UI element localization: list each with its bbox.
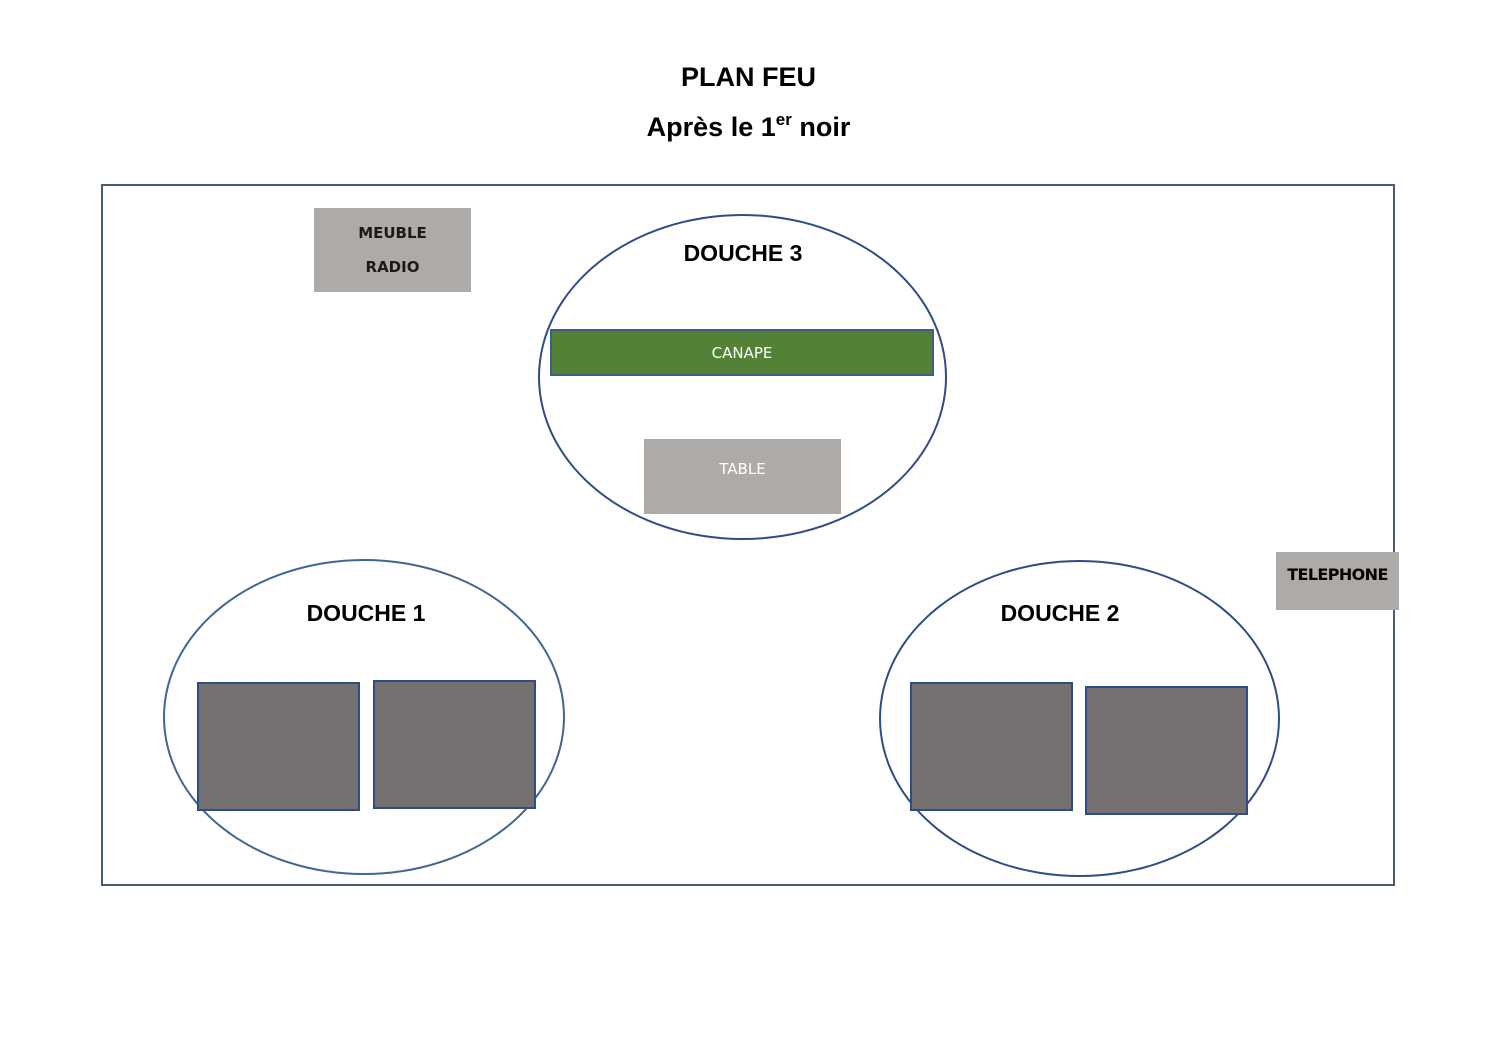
canape-label: CANAPE (711, 343, 773, 362)
douche-2-label: DOUCHE 2 (1000, 600, 1120, 626)
subtitle-prefix: Après le 1 (646, 112, 776, 142)
radio-label: RADIO (365, 258, 420, 276)
douche-2-block-left (910, 682, 1073, 811)
douche-1-label: DOUCHE 1 (306, 600, 426, 626)
douche-3-label: DOUCHE 3 (683, 240, 803, 266)
douche-1-block-left (197, 682, 360, 811)
table-label: TABLE (719, 460, 766, 478)
douche-1-zone (163, 559, 565, 875)
page-title: PLAN FEU (681, 62, 816, 92)
canape-box: CANAPE (550, 329, 934, 376)
subtitle-suffix: noir (791, 112, 851, 142)
douche-2-block-right (1085, 686, 1248, 815)
page-subtitle: Après le 1er noir (0, 110, 1497, 143)
douche-1-block-right (373, 680, 536, 809)
douche-2-zone (879, 560, 1280, 877)
table-box: TABLE (644, 439, 841, 514)
meuble-label: MEUBLE (358, 224, 427, 242)
meuble-radio-box: MEUBLE RADIO (314, 208, 471, 292)
subtitle-superscript: er (775, 110, 792, 129)
stage-frame (101, 184, 1395, 886)
douche-3-zone (538, 214, 947, 540)
telephone-box: TELEPHONE (1276, 552, 1399, 610)
telephone-label: TELEPHONE (1287, 565, 1388, 584)
